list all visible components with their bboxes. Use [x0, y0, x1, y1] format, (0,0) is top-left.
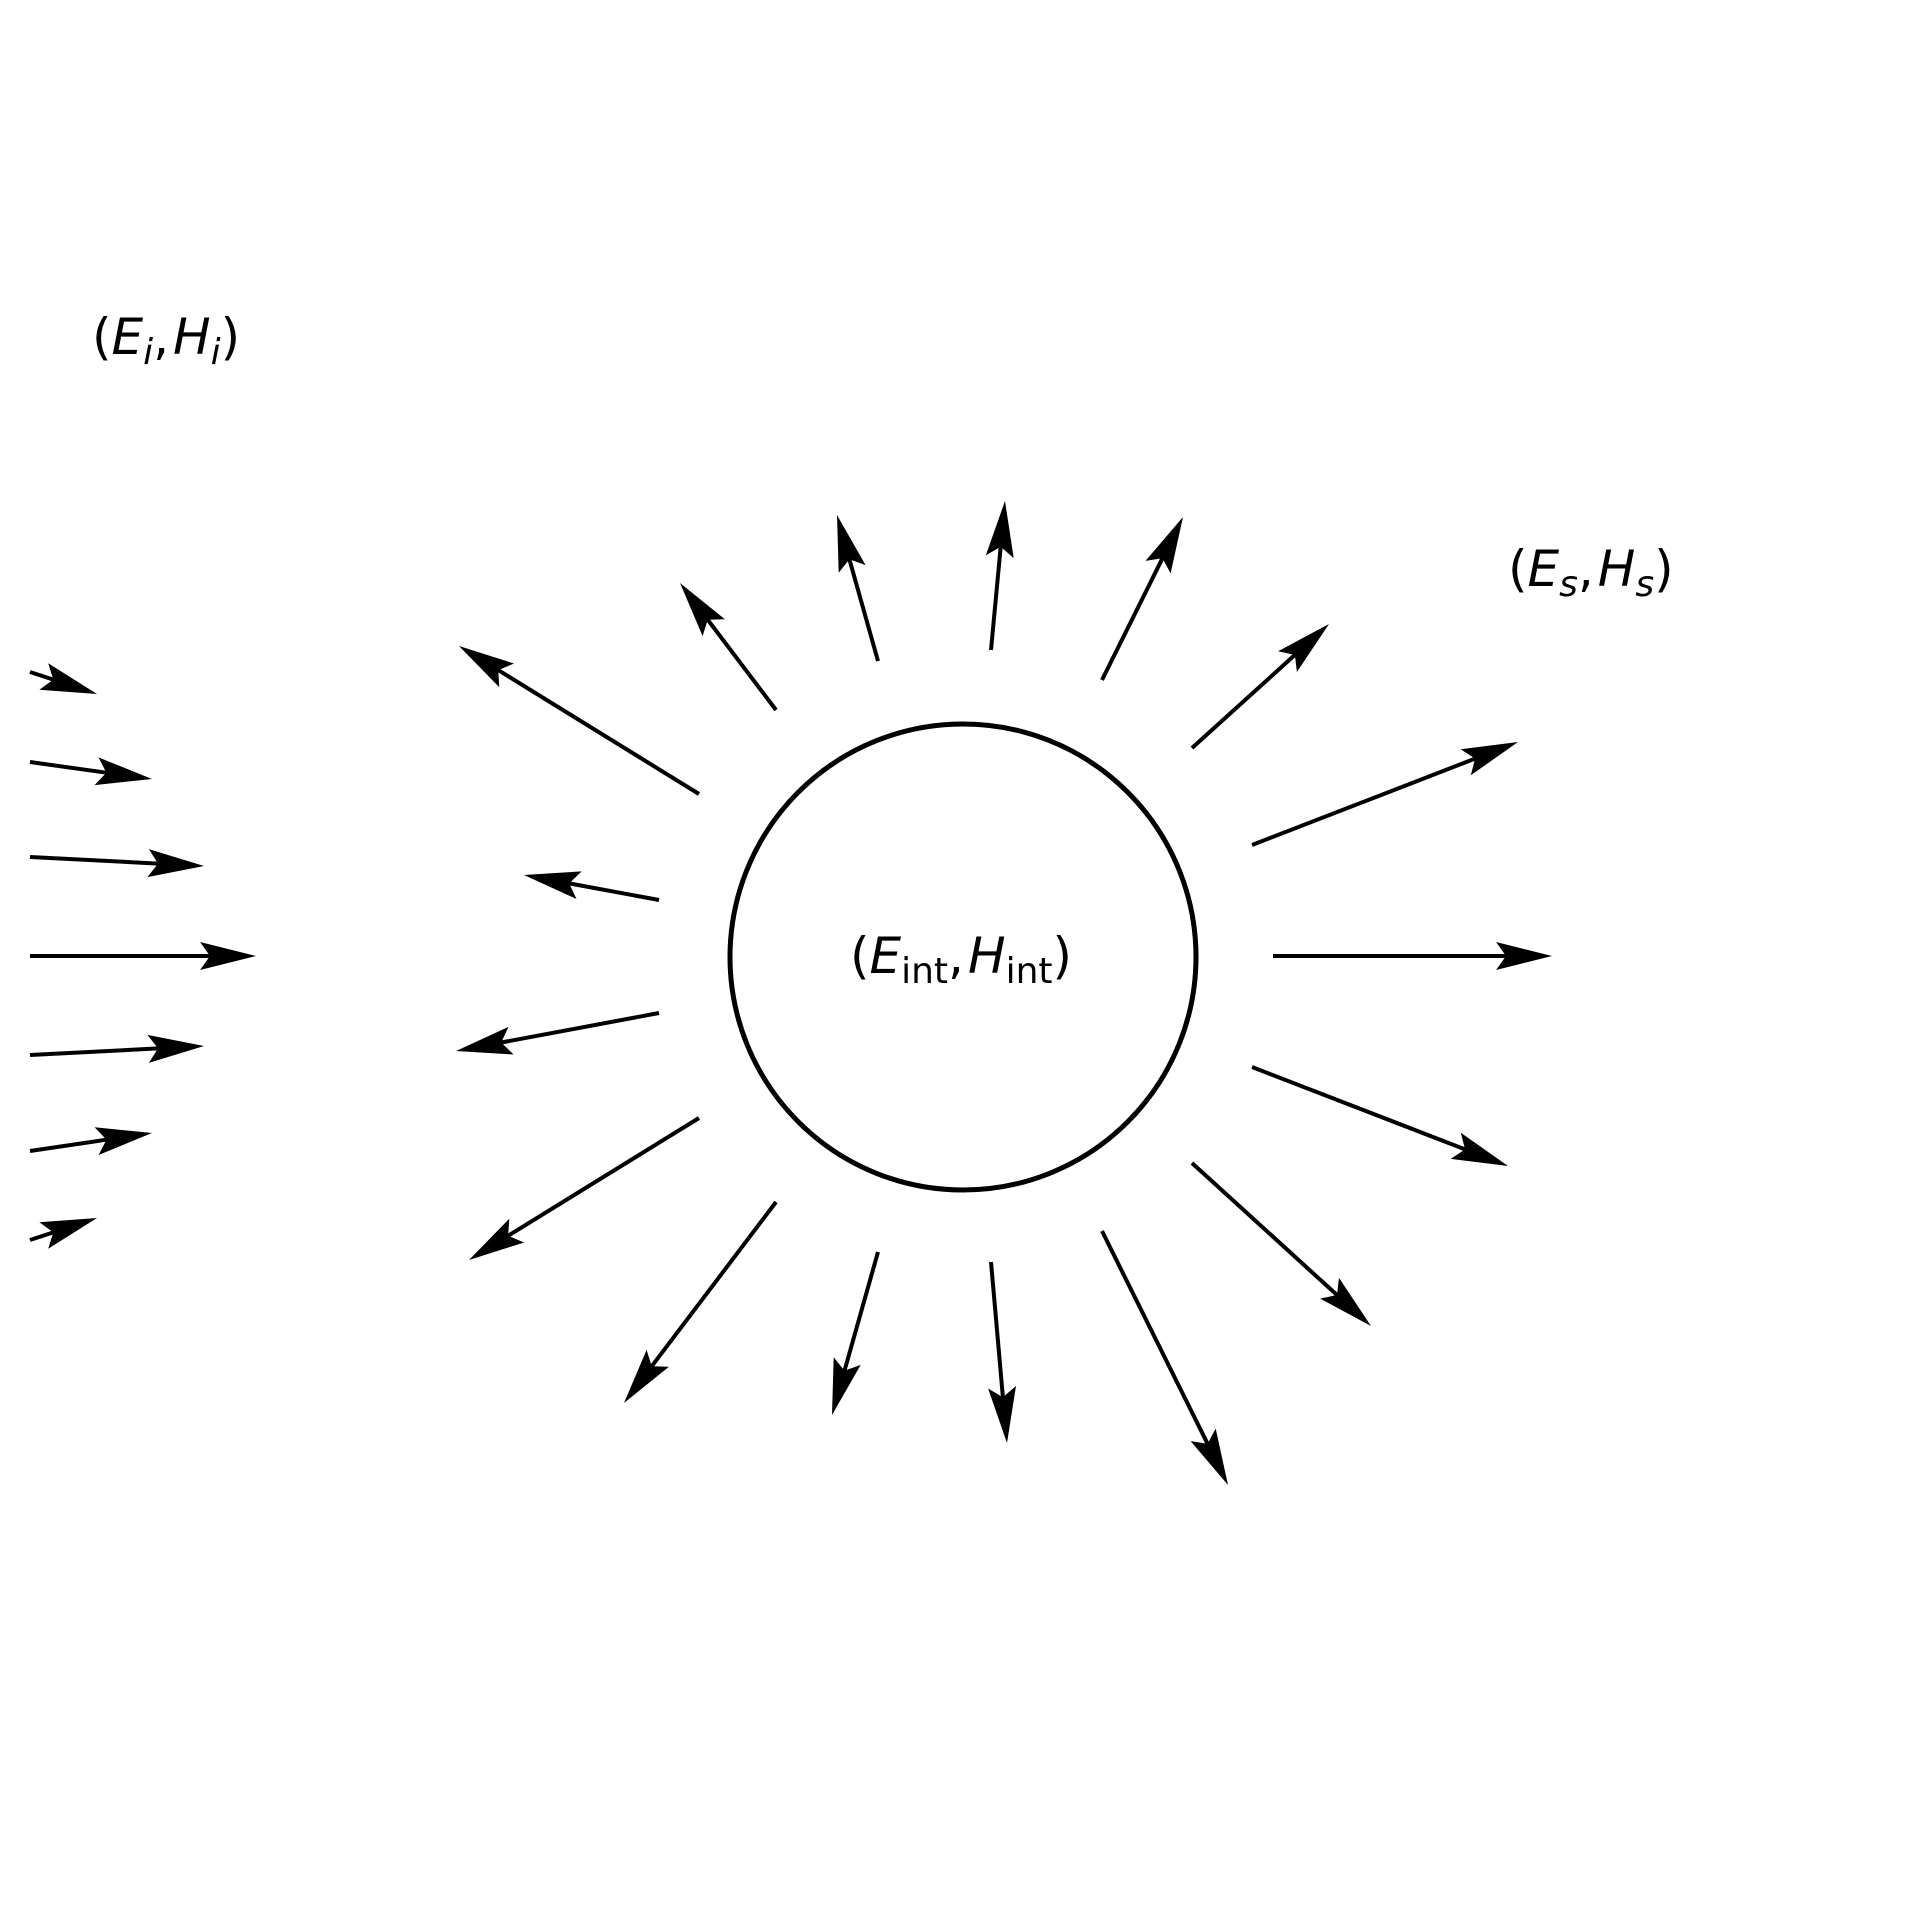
- scattered-arrow: [1190, 624, 1329, 750]
- incident-arrow-head: [39, 1218, 97, 1249]
- scattered-arrow: [456, 1011, 660, 1055]
- scattered-arrow-head: [1145, 517, 1183, 574]
- scattered-arrow-shaft: [1251, 1065, 1466, 1152]
- scattered-arrow-shaft: [989, 546, 1003, 651]
- scattered-arrow-shaft: [1251, 756, 1476, 847]
- scattered-arrow: [624, 1200, 778, 1403]
- scattered-arrow: [1251, 1065, 1508, 1166]
- scattered-arrow-shaft: [497, 668, 701, 796]
- scattered-arrow-head: [624, 1349, 669, 1403]
- incident-arrow-shaft: [29, 760, 107, 775]
- incident-arrow-shaft: [29, 1230, 54, 1242]
- scattered-arrow-head: [456, 1026, 514, 1055]
- scattered-arrow: [1100, 1230, 1228, 1485]
- scatterer-sphere: [727, 721, 1199, 1193]
- scattered-arrow: [680, 583, 778, 712]
- incident-arrow-head: [39, 663, 97, 694]
- incident-arrow: [29, 1218, 97, 1249]
- scattered-arrow-shaft: [650, 1200, 778, 1368]
- incident-field-label: (Ei,Hi): [92, 308, 240, 373]
- scattered-arrow-shaft: [507, 1116, 701, 1238]
- scattered-arrow-shaft: [1190, 653, 1297, 750]
- scattered-arrow-head: [524, 871, 582, 899]
- scattered-arrow: [832, 1251, 880, 1415]
- incident-arrow-shaft: [29, 670, 54, 682]
- scattered-arrow-shaft: [706, 618, 778, 712]
- scattered-arrow: [1100, 517, 1183, 681]
- scattered-field-label: (Es,Hs): [1508, 540, 1674, 605]
- scattered-arrow: [1251, 742, 1518, 847]
- incident-arrow-head: [147, 1034, 204, 1063]
- incident-arrow: [29, 757, 152, 786]
- incident-arrow: [29, 1034, 204, 1063]
- scattered-arrow-shaft: [1100, 557, 1165, 681]
- scattered-arrow-head: [1460, 742, 1518, 776]
- incident-arrow: [29, 1127, 152, 1155]
- scattered-field-arrows: [456, 501, 1552, 1485]
- scattered-arrow-head: [985, 501, 1014, 559]
- incident-arrow-head: [94, 757, 152, 786]
- scattered-arrow-shaft: [842, 1251, 880, 1372]
- incident-arrow-head: [94, 1127, 152, 1155]
- internal-field-label: (Eint,Hint): [850, 927, 1072, 992]
- scattered-arrow-shaft: [500, 1011, 660, 1045]
- scattered-arrow: [459, 646, 701, 796]
- scattered-arrow-head: [680, 583, 725, 637]
- scattered-arrow-head: [1496, 942, 1552, 970]
- incident-arrow-head: [147, 849, 204, 878]
- scattered-arrow-head: [832, 1357, 861, 1415]
- scattered-arrow-head: [988, 1386, 1016, 1443]
- incident-arrow-shaft: [29, 855, 159, 866]
- scattered-arrow: [837, 515, 880, 662]
- scattered-arrow: [1273, 942, 1552, 970]
- scattered-arrow-head: [459, 646, 514, 688]
- scattered-arrow-shaft: [847, 558, 880, 662]
- scattered-arrow-shaft: [1100, 1230, 1210, 1445]
- incident-arrow: [29, 663, 97, 694]
- incident-arrow-shaft: [29, 1137, 107, 1153]
- incident-arrow-head: [200, 942, 256, 970]
- incident-field-arrows: [29, 663, 256, 1249]
- scattered-arrow: [988, 1261, 1016, 1443]
- scattered-arrow-shaft: [568, 881, 660, 902]
- scattered-arrow: [469, 1116, 701, 1260]
- scattered-arrow-head: [1450, 1132, 1508, 1166]
- scattered-arrow-head: [1278, 624, 1329, 672]
- incident-arrow-shaft: [29, 1046, 159, 1057]
- scattered-arrow: [524, 871, 660, 902]
- scattered-arrow-head: [837, 515, 866, 573]
- scattered-arrow-head: [469, 1218, 524, 1260]
- scattered-arrow-head: [1190, 1428, 1228, 1485]
- scattered-arrow-shaft: [989, 1261, 1005, 1398]
- scattered-arrow-head: [1320, 1277, 1371, 1326]
- scattered-arrow-shaft: [1190, 1161, 1339, 1297]
- scattered-arrow: [1190, 1161, 1371, 1326]
- scattered-arrow: [985, 501, 1014, 651]
- incident-arrow: [29, 849, 204, 878]
- incident-arrow: [30, 942, 256, 970]
